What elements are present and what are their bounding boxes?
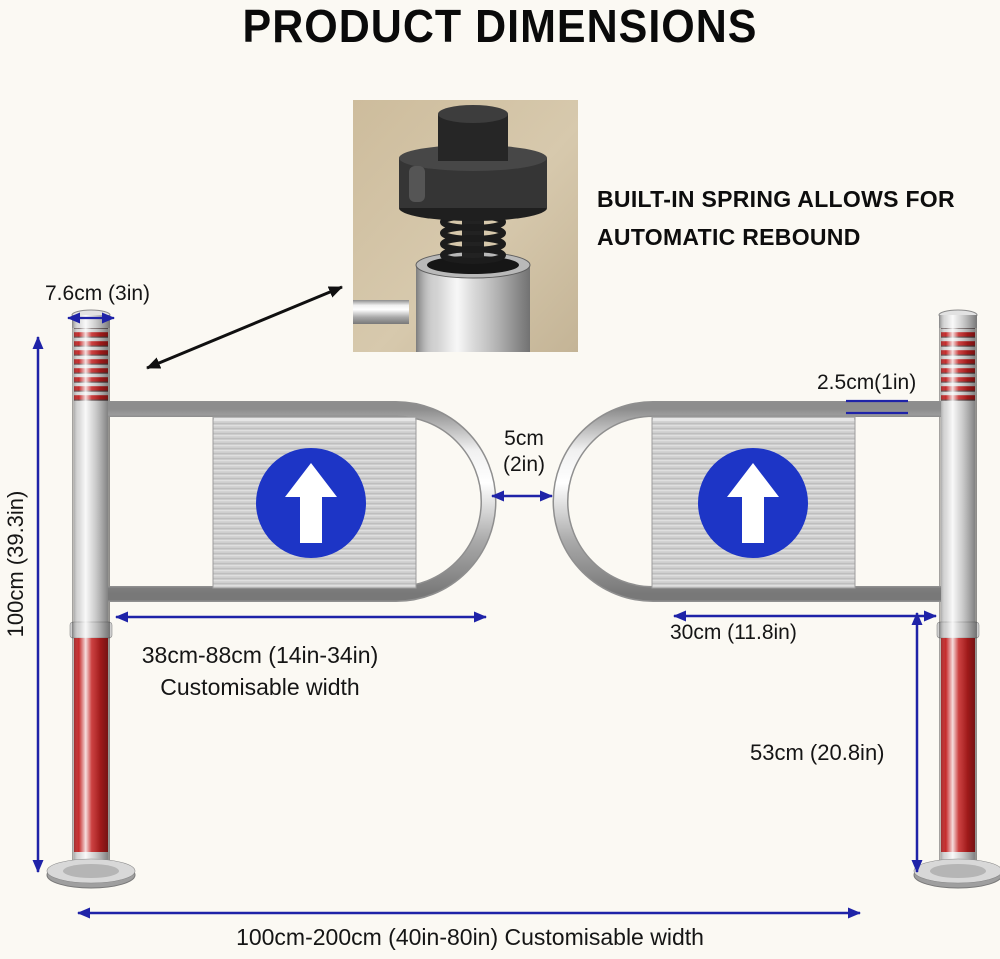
gap-label: 5cm (2in) (478, 426, 570, 478)
post-diameter-label: 7.6cm (3in) (45, 282, 151, 305)
right-gate-width-label: 30cm (11.8in) (670, 621, 797, 644)
page-title: PRODUCT DIMENSIONS (242, 1, 758, 53)
dimension-arrows (32, 312, 937, 919)
left-gate-sign (212, 416, 417, 589)
gap-label-cm: 5cm (504, 427, 544, 450)
spring-caption-line1: BUILT-IN SPRING ALLOWS FOR (597, 186, 955, 212)
left-gate-width-label: 38cm-88cm (14in-34in) Customisable width (110, 639, 410, 703)
up-arrow-icon (285, 463, 337, 543)
gate-height-label: 53cm (20.8in) (750, 740, 885, 765)
right-gate-sign (651, 416, 856, 589)
left-gate-arm (108, 401, 497, 602)
right-gate-arm (552, 401, 941, 602)
photo-pointer-arrow (146, 285, 343, 370)
spring-mechanism-photo (353, 100, 578, 352)
overall-width-label: 100cm-200cm (40in-80in) Customisable wid… (236, 924, 704, 950)
tube-diameter-label: 2.5cm(1in) (817, 371, 917, 394)
left-gate-width-note: Customisable width (160, 674, 360, 700)
gap-label-in: (2in) (502, 453, 545, 476)
spring-caption-line2: AUTOMATIC REBOUND (597, 224, 861, 250)
up-arrow-icon (727, 463, 779, 543)
left-gate-width-value: 38cm-88cm (14in-34in) (141, 642, 379, 668)
overall-height-label: 100cm (39.3in) (3, 490, 28, 638)
